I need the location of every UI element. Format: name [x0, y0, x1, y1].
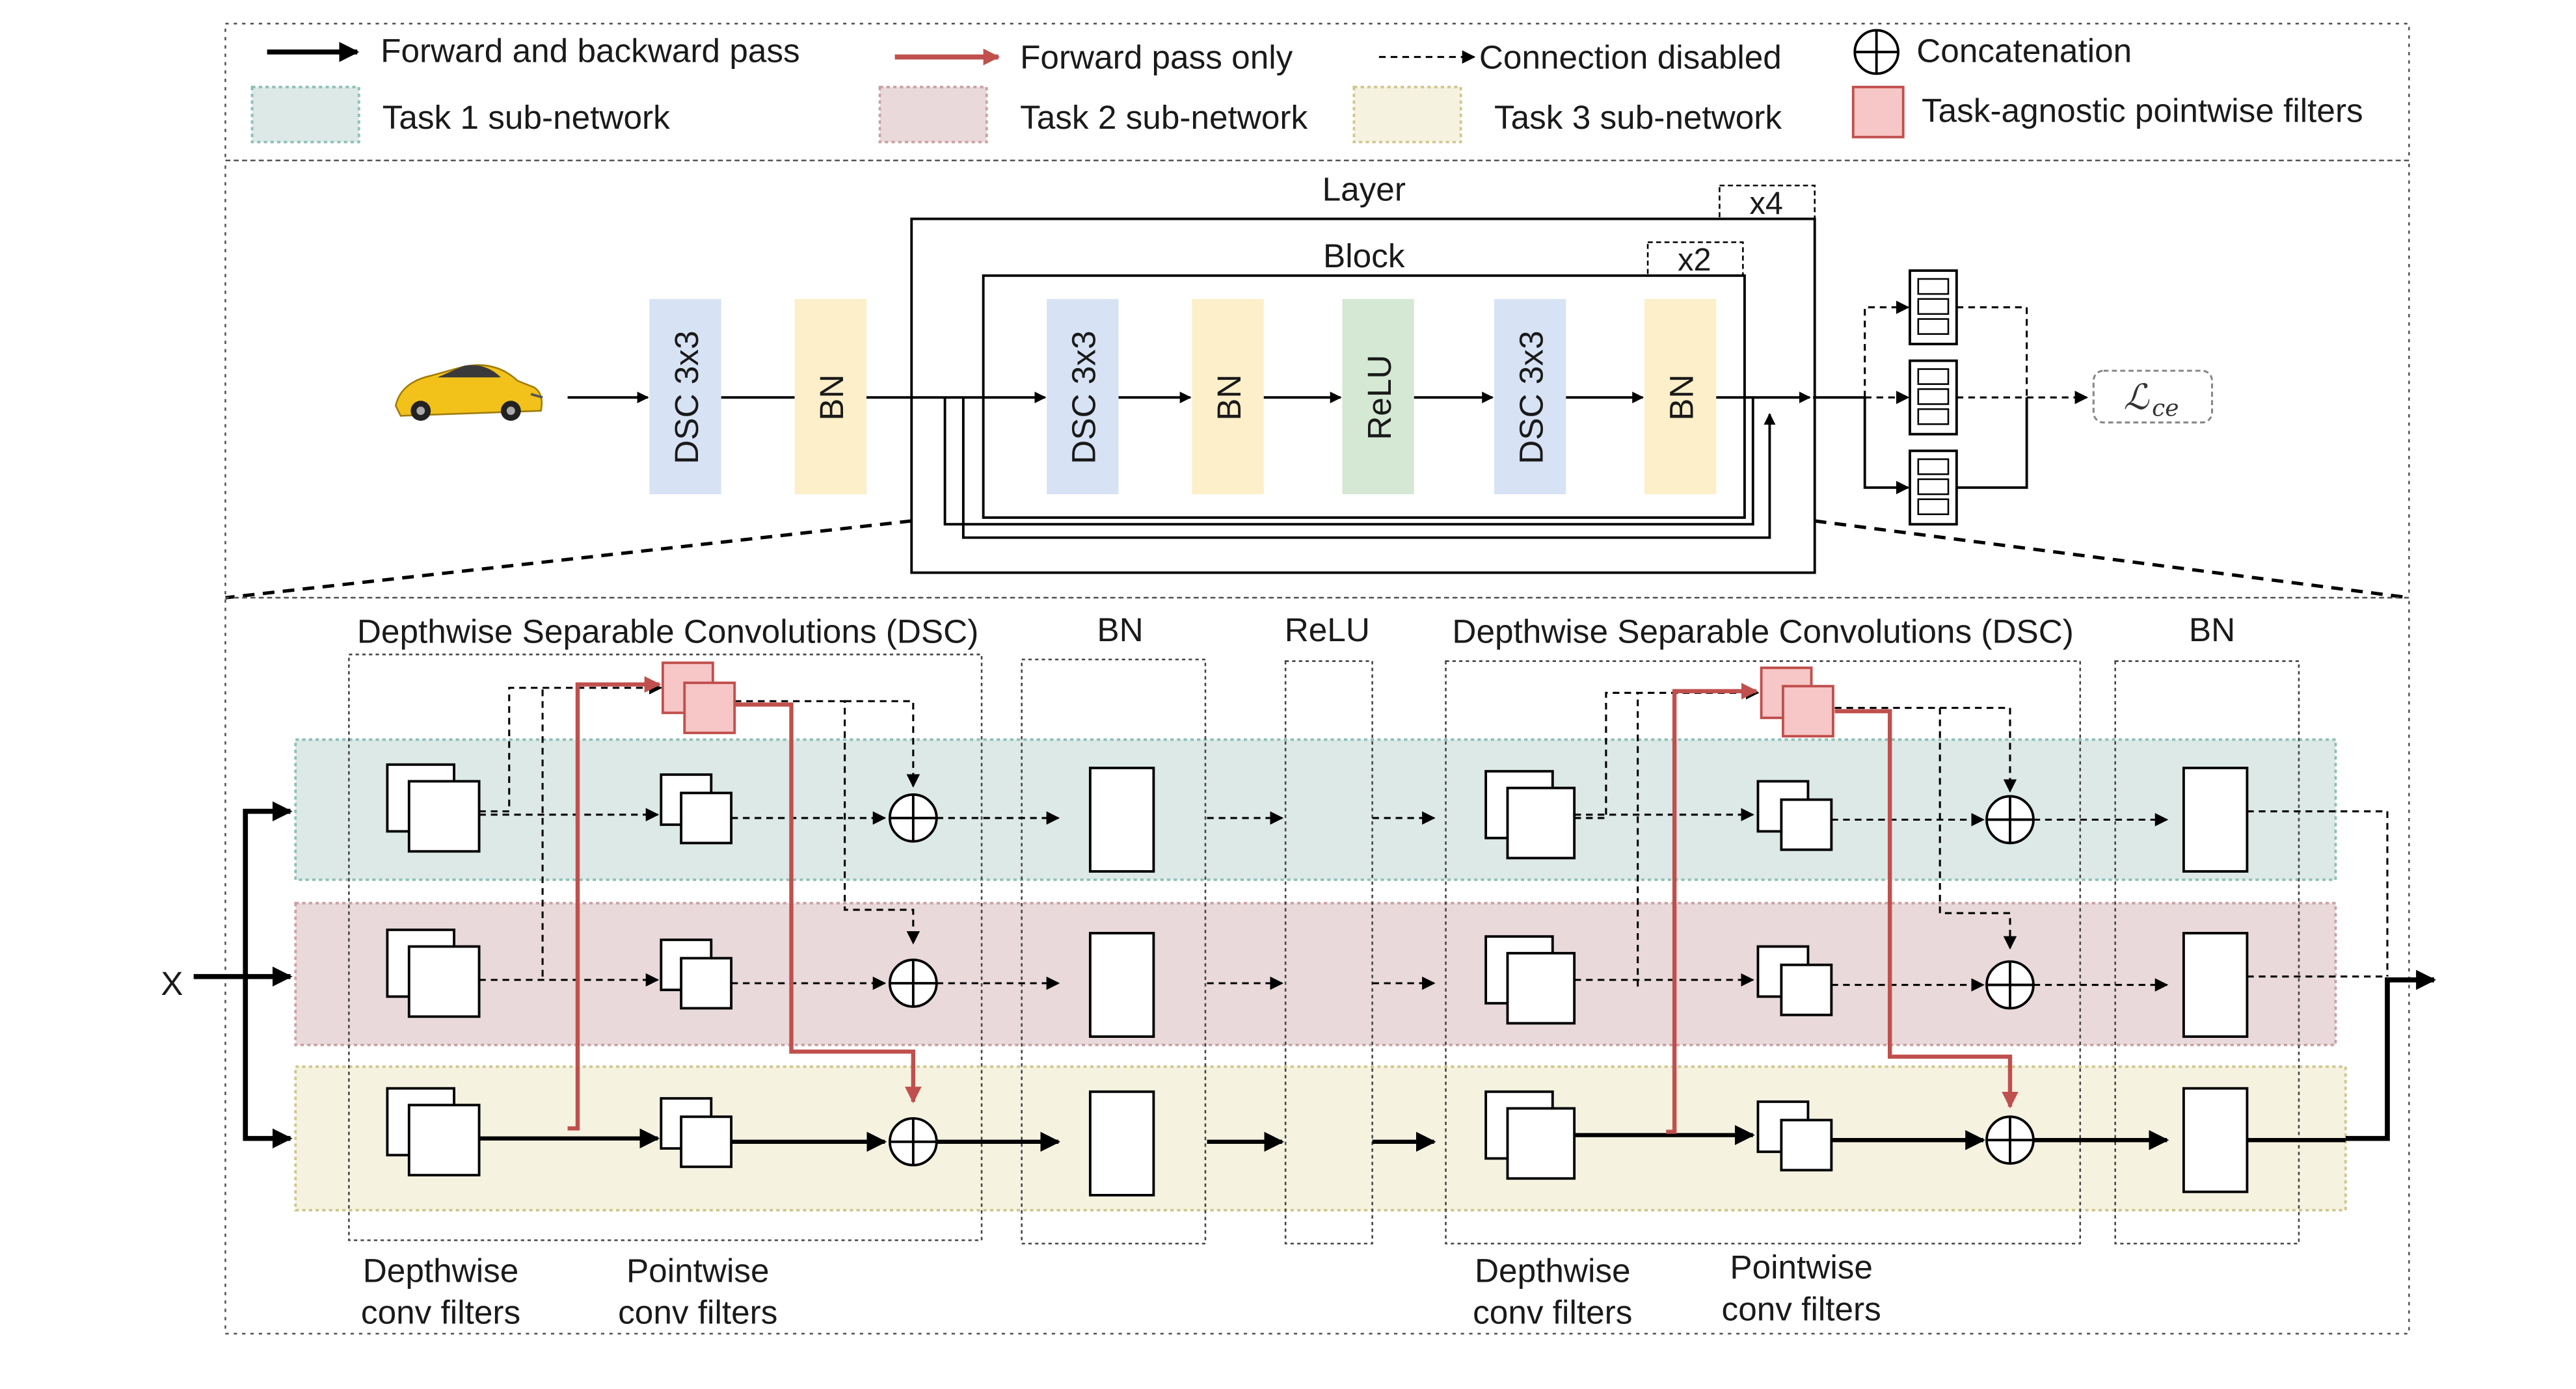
pointwise-filter [1780, 963, 1833, 1016]
bn2-title: BN [2189, 611, 2235, 648]
task-agnostic-filters [661, 661, 736, 734]
forward-only-path [734, 702, 922, 1104]
depthwise-filter [407, 1104, 481, 1177]
depthwise-filter [1506, 1107, 1576, 1180]
block-dsc1-label: DSC 3x3 [1066, 331, 1103, 464]
input-label: X [161, 965, 183, 1002]
bottom-detail: Depthwise Separable Convolutions (DSC) B… [161, 596, 2436, 1335]
dsc2-group-frame [1445, 660, 2082, 1245]
block-bn2-label: BN [1663, 375, 1700, 421]
block-repeat-box [1646, 241, 1744, 277]
layer-repeat-box [1719, 184, 1816, 220]
pointwise-filter [1780, 798, 1833, 851]
depthwise-filter [1506, 951, 1576, 1025]
pointwise-filter [680, 791, 733, 845]
pointwise-filter [1780, 1118, 1833, 1172]
legend-forward-backward: Forward and backward pass [381, 32, 800, 69]
pw2-caption-line1: Pointwise [1730, 1249, 1873, 1286]
legend-connection-disabled: Connection disabled [1479, 39, 1782, 76]
block-label: Block [1323, 237, 1405, 274]
dw2-caption-line1: Depthwise [1475, 1252, 1631, 1289]
stem-dsc-block [649, 298, 721, 495]
relu-title: ReLU [1285, 611, 1370, 648]
yellow-sports-car-icon [394, 364, 543, 421]
concat-legend-icon [1853, 29, 1899, 75]
dsc2-title: Depthwise Separable Convolutions (DSC) [1452, 613, 2073, 650]
classifier-head-icon [1909, 449, 1958, 526]
pointwise-filter [680, 1115, 733, 1169]
bn-box [2182, 1087, 2249, 1193]
task1-swatch [250, 85, 360, 144]
classifier-head-icon [1909, 359, 1958, 436]
block-dsc2 [1494, 298, 1566, 495]
forward-only-path [567, 676, 662, 1131]
forward-only-path [1666, 683, 1758, 1134]
legend: Forward and backward pass Forward pass o… [224, 23, 2410, 162]
forward-only-path [1834, 709, 2019, 1109]
task-agnostic-filters [1760, 667, 1834, 738]
stem-bn-label: BN [813, 375, 850, 421]
task-agnostic-swatch [1851, 85, 1905, 139]
zoom-line-left [225, 519, 912, 600]
bn-box [2182, 932, 2249, 1038]
block-relu [1342, 298, 1414, 495]
depthwise-filter [407, 945, 481, 1018]
depthwise-filter [1506, 786, 1576, 860]
bn-box [2182, 766, 2249, 873]
dsc1-title: Depthwise Separable Convolutions (DSC) [357, 613, 978, 650]
bn-box [1088, 1090, 1155, 1197]
top-frame [224, 159, 2410, 599]
layer-skip-connection [961, 397, 1776, 539]
pw2-caption-line2: conv filters [1722, 1290, 1881, 1327]
layer-repeat-label: x4 [1750, 186, 1784, 221]
legend-concatenation: Concatenation [1916, 32, 2132, 69]
dw2-caption-line2: conv filters [1473, 1294, 1632, 1331]
depthwise-filter [407, 780, 481, 853]
pw1-caption-line1: Pointwise [626, 1252, 770, 1289]
pw1-caption-line2: conv filters [618, 1294, 777, 1331]
stem-dsc-label: DSC 3x3 [668, 331, 705, 464]
bn1-title: BN [1097, 611, 1143, 648]
stem-bn-block [794, 298, 866, 495]
legend-forward-only: Forward pass only [1020, 39, 1293, 76]
block-bn2 [1644, 298, 1717, 495]
pointwise-filter [680, 957, 733, 1010]
block-bn1-label: BN [1211, 375, 1248, 421]
zoom-line-right [1814, 519, 2409, 600]
legend-task1: Task 1 sub-network [382, 99, 670, 136]
bn1-group-frame [1021, 658, 1207, 1245]
block-repeat-label: x2 [1678, 243, 1711, 278]
block-skip-connection [943, 397, 1754, 526]
task2-swatch [878, 85, 988, 144]
relu-group-frame [1284, 660, 1373, 1245]
legend-task3: Task 3 sub-network [1494, 99, 1782, 136]
block-relu-label: ReLU [1361, 355, 1398, 440]
bn-box [1088, 932, 1155, 1038]
classifier-head-icon [1909, 269, 1958, 345]
top-architecture: DSC 3x3 BN Layer x4 Block x2 DSC 3x3 BN … [224, 159, 2410, 599]
loss-label: ℒ [2123, 377, 2149, 417]
bn-box [1088, 766, 1155, 873]
task3-swatch [1352, 85, 1462, 144]
block-bn1 [1192, 298, 1264, 495]
loss-subscript: ce [2152, 395, 2179, 421]
block-dsc1 [1047, 298, 1119, 495]
layer-frame [910, 217, 1816, 574]
loss-box [2092, 369, 2214, 424]
layer-label: Layer [1322, 170, 1406, 207]
dw1-caption-line1: Depthwise [363, 1252, 519, 1289]
dw1-caption-line2: conv filters [361, 1294, 520, 1331]
output-arrow [2345, 970, 2436, 1141]
bn2-group-frame [2114, 660, 2300, 1245]
block-dsc2-label: DSC 3x3 [1512, 331, 1550, 464]
dsc1-group-frame [348, 654, 983, 1241]
legend-task-agnostic: Task-agnostic pointwise filters [1922, 92, 2363, 129]
legend-task2: Task 2 sub-network [1020, 99, 1308, 136]
